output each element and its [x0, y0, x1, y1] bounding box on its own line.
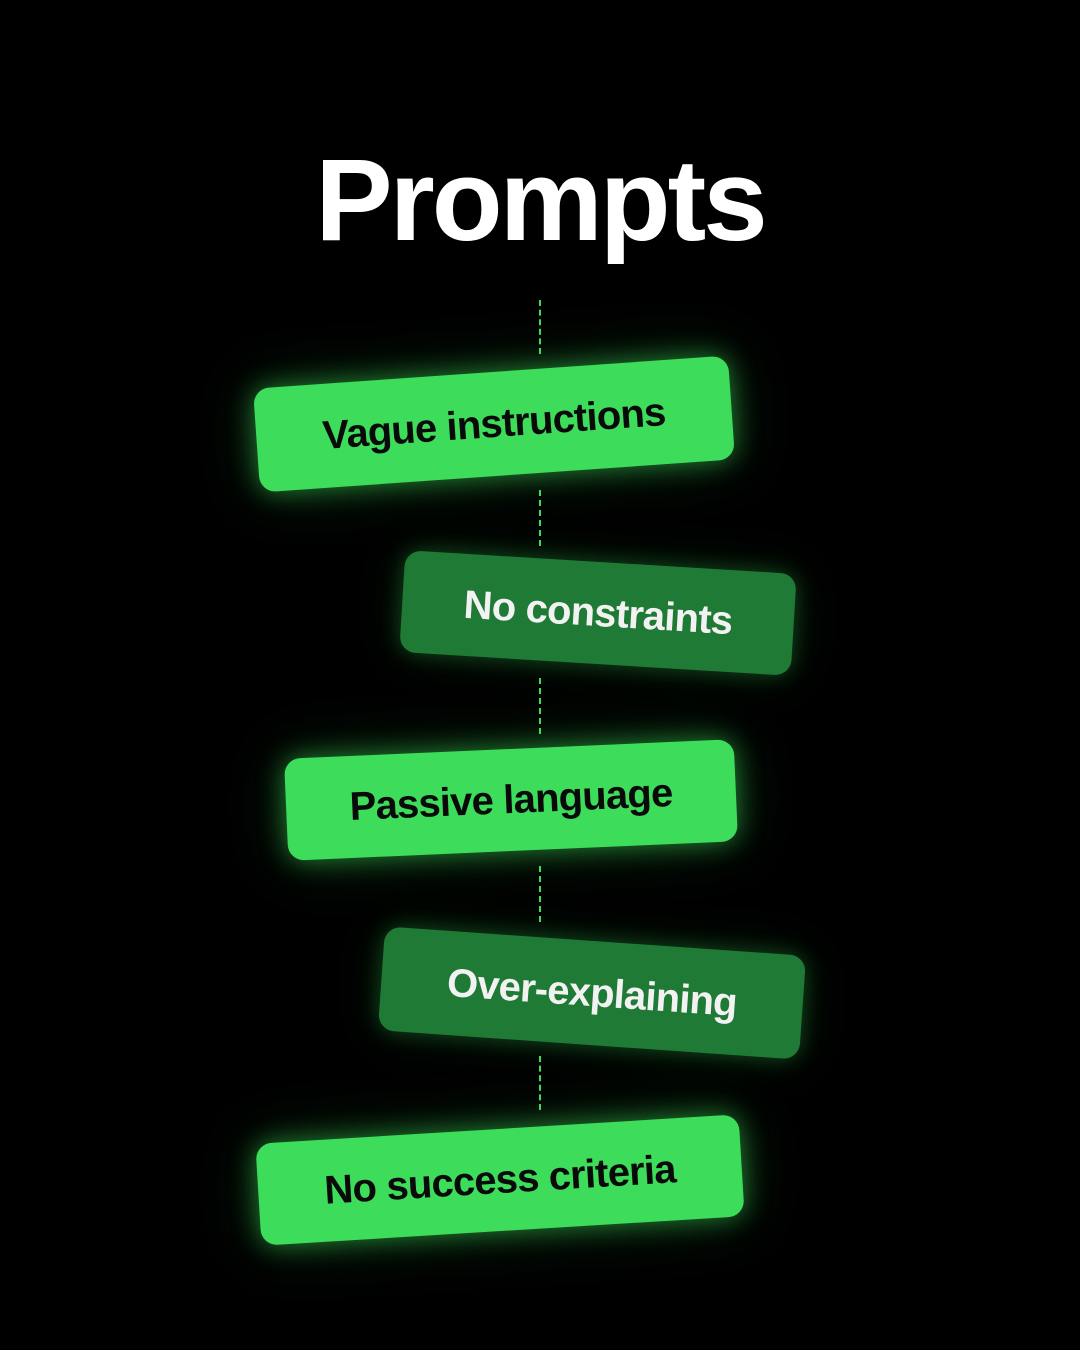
connector-dashed-line	[539, 490, 541, 546]
card-label: Over-explaining	[445, 960, 739, 1025]
connector-dashed-line	[539, 1056, 541, 1110]
connector-dashed-line	[539, 300, 541, 354]
card-label: No constraints	[462, 582, 734, 643]
card-over-explaining: Over-explaining	[377, 926, 807, 1060]
card-passive-language: Passive language	[283, 739, 739, 861]
card-vague-instructions: Vague instructions	[252, 355, 736, 493]
card-no-success-criteria: No success criteria	[255, 1114, 745, 1246]
page-title: Prompts	[315, 135, 768, 265]
connector-dashed-line	[539, 866, 541, 922]
card-no-constraints: No constraints	[399, 550, 797, 676]
connector-dashed-line	[539, 678, 541, 734]
card-label: No success criteria	[323, 1146, 677, 1213]
card-label: Passive language	[348, 770, 674, 829]
card-label: Vague instructions	[321, 389, 667, 458]
